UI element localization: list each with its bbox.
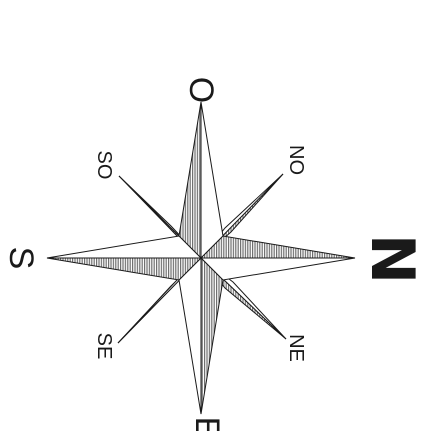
label-west: O	[182, 77, 220, 103]
label-south: S	[2, 247, 40, 270]
label-east: E	[188, 417, 226, 431]
label-southeast: SE	[93, 333, 115, 360]
label-northeast: NE	[285, 334, 307, 362]
cardinal-points	[47, 102, 355, 414]
label-northwest: NO	[285, 145, 307, 175]
label-southwest: SO	[93, 151, 115, 180]
label-north: N	[357, 234, 427, 284]
